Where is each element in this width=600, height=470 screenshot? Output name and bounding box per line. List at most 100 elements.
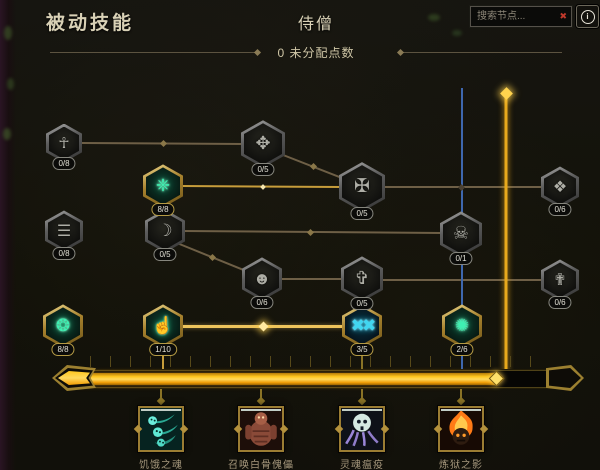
xp-bar-tick <box>310 356 311 367</box>
node-skeleton[interactable]: ✟ 0/6 <box>541 259 579 309</box>
xp-bar-tick <box>150 356 151 367</box>
skull-crossbones-icon: ☠ <box>452 223 470 244</box>
ornament-diamond <box>456 396 466 406</box>
skill-slot-summon-bone-golem[interactable] <box>233 406 289 452</box>
node-grasping-hands[interactable]: ✥0/5 <box>241 120 285 176</box>
xp-bar-tick <box>430 356 431 367</box>
node-spine[interactable]: ☥ 0/8 <box>46 123 82 171</box>
xp-bar-tick <box>210 356 211 367</box>
skill-slot-hungering-souls[interactable] <box>133 406 189 452</box>
branch-leaf-decoration <box>452 30 462 36</box>
hungering-souls-icon[interactable] <box>133 406 189 452</box>
vortex-icon: ✺ <box>454 315 470 335</box>
branch-leaf-decoration <box>428 14 440 21</box>
node-skull-crossbones[interactable]: ☠0/1 <box>440 211 482 265</box>
unallocated-points-label: 0 未分配点数 <box>277 46 355 60</box>
xp-bar-tick <box>370 356 371 367</box>
node-points-badge: 0/8 <box>52 157 76 171</box>
xp-bar-fill <box>75 373 496 385</box>
ornament-diamond <box>457 183 465 191</box>
node-ghoul-head[interactable]: ☻0/6 <box>242 257 282 309</box>
node-wraith[interactable]: ☽0/5 <box>145 209 185 261</box>
xp-bar-tick <box>390 356 391 367</box>
node-points-badge: 0/6 <box>250 295 274 309</box>
node-ribcage[interactable]: ☰0/8 <box>45 210 83 260</box>
ornament-diamond <box>306 228 314 236</box>
node-bone-armor[interactable]: ✠ 0/5 <box>339 162 385 220</box>
node-woven-lattice[interactable]: ✖✖3/5 <box>342 304 382 356</box>
skill-level-strip <box>141 409 181 411</box>
vine-leaf-decoration <box>4 26 12 40</box>
grasping-hands-icon: ✥ <box>255 133 271 154</box>
spirit-orb-icon: ❂ <box>55 315 71 335</box>
node-points-badge: 2/6 <box>450 342 474 356</box>
node-points-badge: 1/10 <box>149 342 177 356</box>
xp-bar-tick <box>170 356 171 367</box>
xp-bar-track <box>72 370 556 388</box>
vine-leaf-decoration <box>3 128 11 140</box>
search-clear-icon[interactable]: ✖ <box>559 11 567 21</box>
reaper-icon: ✞ <box>354 268 370 289</box>
class-name-title: 侍僧 <box>297 16 334 33</box>
search-box: ✖ <box>470 6 572 27</box>
node-reaper[interactable]: ✞ 0/5 <box>341 256 383 310</box>
spirit-plague-icon[interactable] <box>334 406 390 452</box>
node-winged-creature[interactable]: ❖0/6 <box>541 166 579 216</box>
vine-leaf-decoration <box>7 78 14 90</box>
search-input[interactable] <box>475 7 557 26</box>
info-icon: i <box>580 9 595 24</box>
xp-bar-tick <box>410 356 411 367</box>
wraith-icon: ☽ <box>157 220 173 240</box>
skill-label: 饥饿之魂 <box>139 460 183 470</box>
skill-slot-spirit-plague[interactable] <box>334 406 390 452</box>
xp-bar-tick <box>290 356 291 367</box>
xp-bar-right-cap <box>546 365 584 391</box>
skill-level-strip <box>241 409 281 411</box>
node-points-badge: 0/8 <box>52 246 76 260</box>
xp-bar-tick <box>190 356 191 367</box>
xp-bar-tick <box>90 356 91 367</box>
node-green-claw[interactable]: ❈ 8/8 <box>143 164 183 216</box>
ornament-diamond <box>256 396 266 406</box>
green-claw-icon: ❈ <box>155 175 171 195</box>
xp-bar-tick <box>490 356 491 367</box>
skill-label: 灵魂瘟疫 <box>340 460 384 470</box>
xp-bar-tick <box>450 356 451 367</box>
skeleton-icon: ✟ <box>553 271 567 289</box>
node-points-badge: 0/5 <box>350 206 374 220</box>
xp-bar-tick <box>110 356 111 367</box>
infernal-shade-icon[interactable] <box>433 406 489 452</box>
info-button[interactable]: i <box>576 5 599 28</box>
xp-bar-tick <box>270 356 271 367</box>
skill-label: 炼狱之影 <box>439 460 483 470</box>
xp-bar-tick <box>330 356 331 367</box>
node-splayed-hand[interactable]: ☝ 1/10 <box>143 304 183 356</box>
xp-bar-tick <box>350 356 351 367</box>
winged-creature-icon: ❖ <box>552 178 568 196</box>
summon-bone-golem-icon[interactable] <box>233 406 289 452</box>
decorative-rule-left <box>50 52 255 53</box>
ornament-diamond <box>499 86 513 100</box>
node-spirit-orb[interactable]: ❂ 8/8 <box>43 304 83 356</box>
ornament-diamond <box>357 396 367 406</box>
node-points-badge: 0/5 <box>350 296 374 310</box>
bone-armor-icon: ✠ <box>354 176 370 198</box>
xp-bar-left-cap <box>52 365 96 391</box>
ornament-diamond <box>159 139 167 147</box>
node-points-badge: 0/6 <box>548 295 572 309</box>
node-points-badge: 8/8 <box>51 342 75 356</box>
xp-bar-tick <box>510 356 511 367</box>
xp-bar-tick <box>530 356 531 367</box>
page-title: 被动技能 <box>46 13 135 34</box>
node-points-badge: 8/8 <box>151 202 175 216</box>
xp-bar-tick <box>250 356 251 367</box>
xp-bar-tick <box>130 356 131 367</box>
skill-slot-infernal-shade[interactable] <box>433 406 489 452</box>
node-vortex[interactable]: ✺ 2/6 <box>442 304 482 356</box>
splayed-hand-icon: ☝ <box>152 315 174 335</box>
skill-level-strip <box>342 409 382 411</box>
decorative-rule-right <box>400 52 562 53</box>
spine-icon: ☥ <box>58 134 70 152</box>
